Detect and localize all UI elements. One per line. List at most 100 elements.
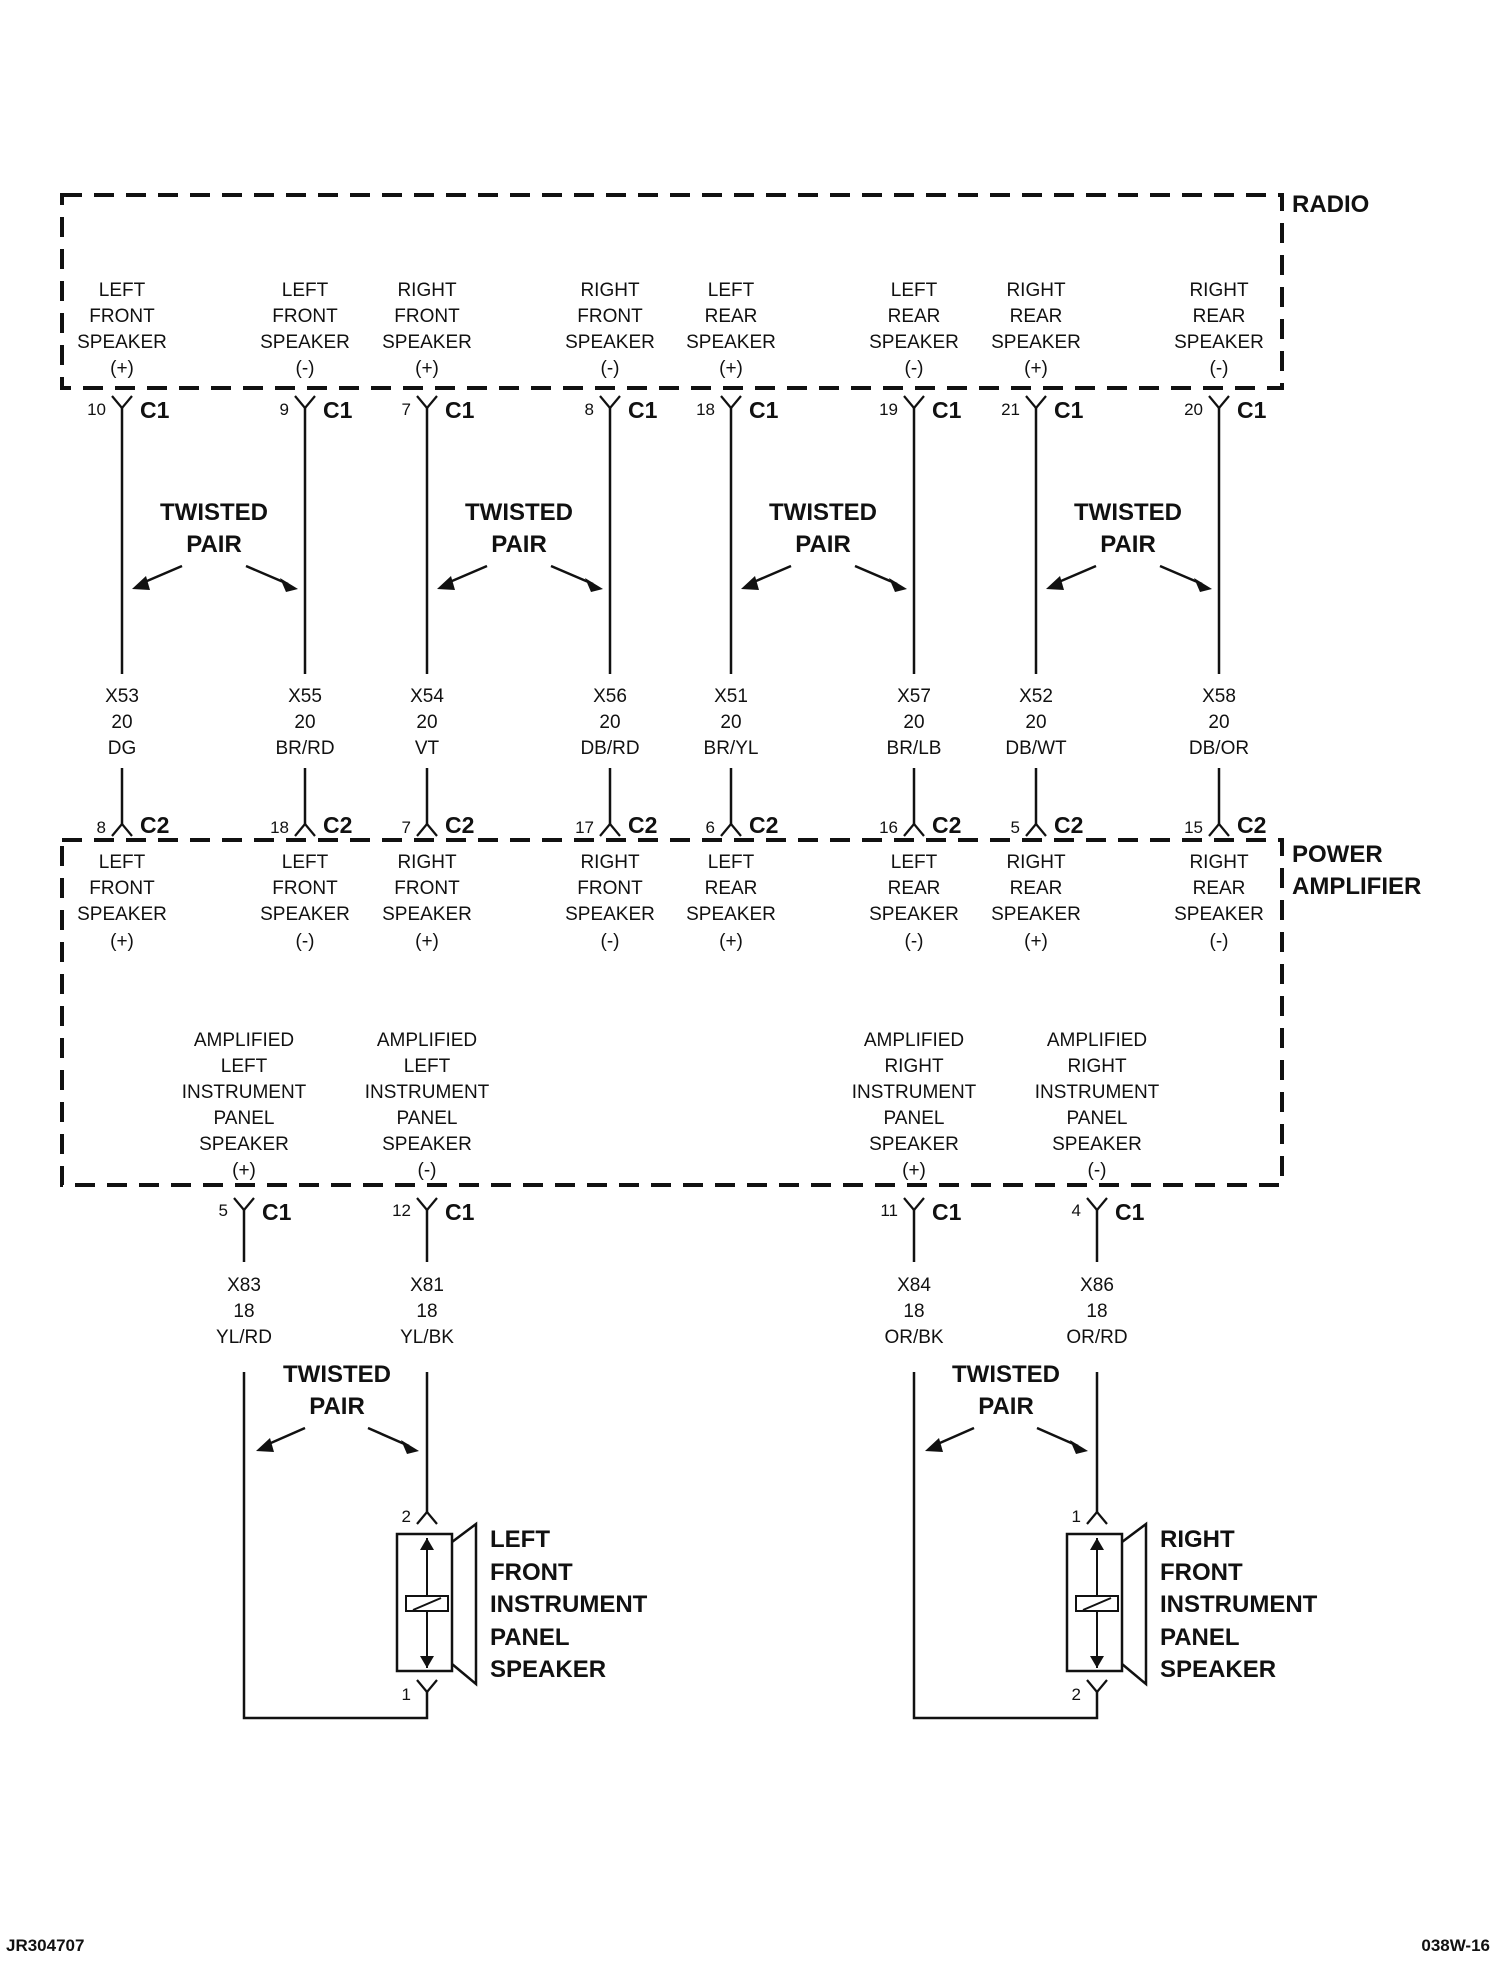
wire-id: X51 bbox=[714, 686, 748, 707]
svg-text:PANEL: PANEL bbox=[1067, 1108, 1128, 1129]
svg-text:REAR: REAR bbox=[1010, 306, 1063, 327]
twisted-pair-callout: TWISTED PAIR bbox=[1046, 499, 1212, 592]
svg-text:SPEAKER: SPEAKER bbox=[1052, 1134, 1142, 1155]
amplifier-title-line2: AMPLIFIER bbox=[1292, 873, 1421, 900]
svg-text:20: 20 bbox=[1184, 400, 1203, 419]
wire-id: X56 bbox=[593, 686, 627, 707]
svg-text:1: 1 bbox=[1072, 1507, 1081, 1526]
svg-text:PANEL: PANEL bbox=[397, 1108, 458, 1129]
svg-text:SPEAKER: SPEAKER bbox=[77, 904, 167, 925]
svg-text:SPEAKER: SPEAKER bbox=[77, 332, 167, 353]
wire-color: DB/OR bbox=[1189, 738, 1249, 759]
svg-text:LEFT: LEFT bbox=[708, 280, 755, 301]
svg-text:RIGHT: RIGHT bbox=[884, 1056, 944, 1077]
svg-text:FRONT: FRONT bbox=[577, 878, 643, 899]
svg-text:C2: C2 bbox=[628, 812, 657, 838]
svg-text:FRONT: FRONT bbox=[490, 1559, 573, 1586]
svg-text:18: 18 bbox=[270, 818, 289, 837]
svg-text:TWISTED: TWISTED bbox=[1074, 499, 1182, 526]
wire-gauge: 20 bbox=[1025, 712, 1046, 733]
radio-box bbox=[60, 193, 1284, 390]
footer-right-code: 038W-16 bbox=[1421, 1936, 1490, 1955]
svg-text:SPEAKER: SPEAKER bbox=[565, 332, 655, 353]
svg-text:(-): (-) bbox=[1210, 931, 1229, 952]
svg-text:C2: C2 bbox=[445, 812, 474, 838]
svg-text:FRONT: FRONT bbox=[272, 878, 338, 899]
twisted-pair-callout: TWISTED PAIR bbox=[256, 1361, 419, 1454]
svg-text:C2: C2 bbox=[323, 812, 352, 838]
wire-color: VT bbox=[415, 738, 440, 759]
svg-text:19: 19 bbox=[879, 400, 898, 419]
svg-text:LEFT: LEFT bbox=[282, 280, 329, 301]
svg-text:PAIR: PAIR bbox=[186, 531, 242, 558]
svg-text:C1: C1 bbox=[445, 397, 475, 423]
wire-gauge: 18 bbox=[416, 1301, 437, 1322]
svg-text:LEFT: LEFT bbox=[708, 852, 755, 873]
svg-text:REAR: REAR bbox=[705, 306, 758, 327]
svg-text:TWISTED: TWISTED bbox=[160, 499, 268, 526]
svg-text:PAIR: PAIR bbox=[309, 1393, 365, 1420]
wire-id: X58 bbox=[1202, 686, 1236, 707]
svg-text:LEFT: LEFT bbox=[282, 852, 329, 873]
svg-text:SPEAKER: SPEAKER bbox=[490, 1656, 606, 1683]
speaker-icon bbox=[1065, 1521, 1148, 1687]
svg-text:(+): (+) bbox=[415, 931, 439, 952]
svg-text:INSTRUMENT: INSTRUMENT bbox=[852, 1082, 977, 1103]
svg-text:(-): (-) bbox=[1088, 1160, 1107, 1181]
svg-text:10: 10 bbox=[87, 400, 106, 419]
wire-color: OR/RD bbox=[1066, 1327, 1127, 1348]
svg-text:2: 2 bbox=[1072, 1685, 1081, 1704]
svg-text:RIGHT: RIGHT bbox=[580, 280, 640, 301]
wire-id: X54 bbox=[410, 686, 444, 707]
svg-text:4: 4 bbox=[1072, 1201, 1081, 1220]
svg-text:RIGHT: RIGHT bbox=[397, 280, 457, 301]
svg-text:LEFT: LEFT bbox=[221, 1056, 268, 1077]
svg-text:(+): (+) bbox=[719, 358, 743, 379]
svg-text:C1: C1 bbox=[628, 397, 658, 423]
svg-text:(-): (-) bbox=[601, 931, 620, 952]
svg-text:FRONT: FRONT bbox=[1160, 1559, 1243, 1586]
wire-gauge: 20 bbox=[599, 712, 620, 733]
wire-gauge: 20 bbox=[416, 712, 437, 733]
svg-text:6: 6 bbox=[706, 818, 715, 837]
connector-pin: 21 C1 bbox=[1001, 395, 1084, 423]
svg-text:AMPLIFIED: AMPLIFIED bbox=[377, 1030, 477, 1051]
svg-text:16: 16 bbox=[879, 818, 898, 837]
svg-text:RIGHT: RIGHT bbox=[1006, 280, 1066, 301]
twisted-pair-callout: TWISTED PAIR bbox=[132, 499, 298, 592]
svg-text:LEFT: LEFT bbox=[891, 852, 938, 873]
svg-text:(+): (+) bbox=[110, 358, 134, 379]
svg-text:(-): (-) bbox=[1210, 358, 1229, 379]
svg-text:PAIR: PAIR bbox=[491, 531, 547, 558]
wire-gauge: 20 bbox=[294, 712, 315, 733]
svg-text:REAR: REAR bbox=[705, 878, 758, 899]
svg-text:C2: C2 bbox=[1054, 812, 1083, 838]
wire-color: DB/RD bbox=[580, 738, 639, 759]
wire-id: X55 bbox=[288, 686, 322, 707]
svg-text:C1: C1 bbox=[323, 397, 353, 423]
svg-text:21: 21 bbox=[1001, 400, 1020, 419]
svg-text:FRONT: FRONT bbox=[394, 306, 460, 327]
svg-text:(+): (+) bbox=[719, 931, 743, 952]
svg-text:INSTRUMENT: INSTRUMENT bbox=[182, 1082, 307, 1103]
svg-text:RIGHT: RIGHT bbox=[1067, 1056, 1127, 1077]
svg-text:RIGHT: RIGHT bbox=[580, 852, 640, 873]
svg-text:C2: C2 bbox=[140, 812, 169, 838]
svg-text:C1: C1 bbox=[1054, 397, 1084, 423]
svg-text:C1: C1 bbox=[749, 397, 779, 423]
svg-text:9: 9 bbox=[280, 400, 289, 419]
svg-text:RIGHT: RIGHT bbox=[1006, 852, 1066, 873]
